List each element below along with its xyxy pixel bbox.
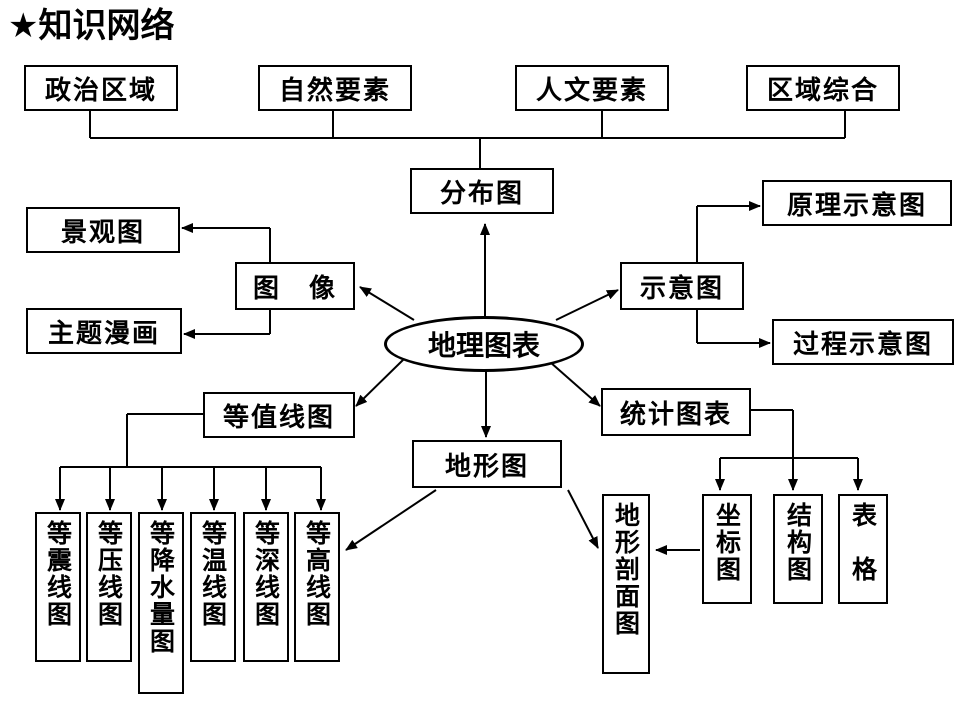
node-image: 图 像	[235, 262, 355, 310]
page-title: ★知识网络	[8, 6, 175, 46]
stat-structure-graph: 结构图	[773, 494, 823, 604]
node-principle-schematic: 原理示意图	[762, 180, 952, 226]
isoline-contour: 等高线图	[294, 512, 340, 662]
stat-type-label: 坐标图	[712, 502, 742, 583]
isoline-label: 等深线图	[251, 520, 281, 628]
node-theme-comic: 主题漫画	[26, 308, 182, 354]
isoline-pressure: 等压线图	[86, 512, 132, 662]
stat-coordinate-graph: 坐标图	[702, 494, 752, 604]
terrain-profile-label: 地形剖面图	[611, 502, 641, 637]
node-terrain-map: 地形图	[412, 440, 562, 488]
isoline-temperature: 等温线图	[190, 512, 236, 662]
stat-type-label: 结构图	[783, 502, 813, 583]
isoline-depth: 等深线图	[243, 512, 289, 662]
node-distribution-map: 分布图	[410, 168, 554, 214]
isoline-precipitation: 等降水量图	[138, 512, 184, 694]
node-terrain-profile: 地形剖面图	[602, 494, 650, 674]
center-geography-charts: 地理图表	[384, 316, 584, 372]
isoline-label: 等高线图	[302, 520, 332, 628]
isoline-label: 等降水量图	[146, 520, 176, 655]
category-regional-synthesis: 区域综合	[746, 65, 900, 111]
isoline-label: 等温线图	[198, 520, 228, 628]
isoline-earthquake: 等震线图	[35, 512, 81, 662]
category-political-region: 政治区域	[24, 65, 178, 111]
node-process-schematic: 过程示意图	[772, 319, 954, 365]
stat-type-label: 表 格	[848, 502, 878, 583]
category-natural-elements: 自然要素	[258, 65, 412, 111]
node-landscape-map: 景观图	[26, 207, 180, 253]
isoline-label: 等震线图	[43, 520, 73, 628]
stat-table: 表 格	[838, 494, 888, 604]
node-statistics-chart: 统计图表	[601, 388, 751, 436]
category-human-elements: 人文要素	[515, 65, 669, 111]
node-schematic: 示意图	[620, 262, 744, 310]
isoline-label: 等压线图	[94, 520, 124, 628]
node-isoline-map: 等值线图	[203, 392, 355, 438]
